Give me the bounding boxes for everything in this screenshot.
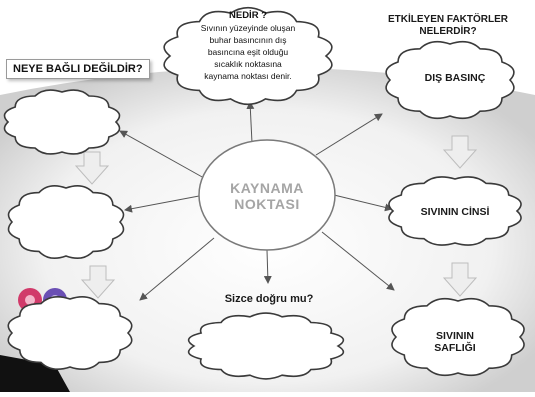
definition-line: basıncına eşit olduğu bbox=[207, 47, 289, 57]
cloud-question bbox=[187, 312, 345, 380]
cloud-factor-1 bbox=[385, 40, 515, 120]
cloud-left-1 bbox=[3, 89, 121, 155]
center-node bbox=[198, 139, 336, 251]
block-arrow-right-2 bbox=[442, 262, 478, 297]
dark-corner-shape bbox=[0, 355, 70, 392]
definition-line: buhar basıncının dış bbox=[209, 35, 287, 45]
definition-line: Sıvının yüzeyinde oluşan bbox=[200, 23, 296, 33]
center-label: KAYNAMA NOKTASI bbox=[205, 180, 329, 212]
arrow-to-factor-3 bbox=[321, 231, 395, 291]
definition-text: NEDİR ? Sıvının yüzeyinde oluşan buhar ba… bbox=[178, 10, 318, 82]
arrow-to-factor-2 bbox=[333, 194, 393, 212]
definition-line: kaynama noktası denir. bbox=[204, 71, 292, 81]
arrow-to-left-1 bbox=[119, 130, 205, 179]
definition-body: Sıvının yüzeyinde oluşan buhar basıncının… bbox=[178, 22, 318, 82]
connector-arrows bbox=[119, 101, 395, 301]
left-title-box: NEYE BAĞLI DEĞİLDİR? bbox=[6, 59, 150, 79]
cloud-left-3 bbox=[7, 295, 133, 371]
cloud-factor-2 bbox=[388, 176, 522, 246]
definition-line: sıcaklık noktasına bbox=[214, 59, 282, 69]
cloud-left-2 bbox=[7, 184, 125, 260]
right-title-line2: NELERDİR? bbox=[419, 25, 477, 37]
block-arrow-left-2 bbox=[80, 265, 116, 299]
right-title-line1: ETKİLEYEN FAKTÖRLER bbox=[387, 14, 508, 25]
factor-label-3: SIVININ SAFLIĞI bbox=[434, 330, 476, 355]
factor-label-2: SIVININ CİNSİ bbox=[420, 206, 490, 218]
block-arrow-right-1 bbox=[442, 135, 478, 169]
arrow-to-question bbox=[263, 249, 272, 284]
left-title: NEYE BAĞLI DEĞİLDİR? bbox=[13, 63, 143, 75]
question-label: Sizce doğru mu? bbox=[224, 293, 314, 305]
center-label-line1: KAYNAMA bbox=[230, 180, 304, 196]
arrow-to-factor-1 bbox=[315, 113, 383, 156]
cloud-shapes bbox=[3, 6, 525, 380]
right-title: ETKİLEYEN FAKTÖRLER NELERDİR? bbox=[378, 14, 518, 37]
arrow-to-definition bbox=[246, 101, 255, 144]
factor-label-1: DIŞ BASINÇ bbox=[424, 72, 486, 84]
arrow-to-left-2 bbox=[124, 195, 200, 213]
arrow-to-left-3 bbox=[139, 237, 215, 301]
cloud-definition bbox=[163, 6, 333, 106]
cloud-factor-3 bbox=[391, 297, 525, 377]
block-arrow-left-1 bbox=[74, 151, 110, 185]
center-label-line2: NOKTASI bbox=[234, 196, 300, 212]
definition-heading: NEDİR ? bbox=[229, 10, 267, 21]
